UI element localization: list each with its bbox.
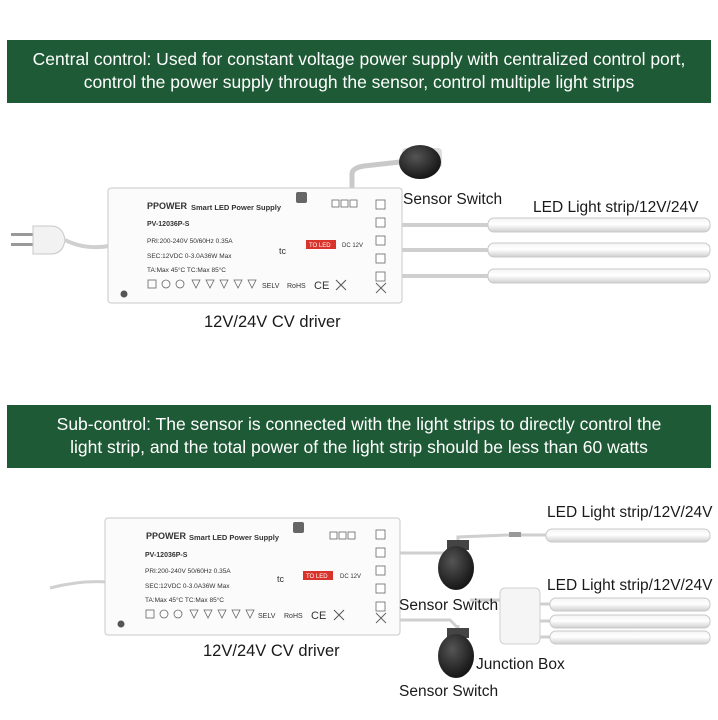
led-strips-1 bbox=[487, 217, 711, 284]
driver-label-1: 12V/24V CV driver bbox=[204, 313, 341, 331]
led-strip-label-3: LED Light strip/12V/24V bbox=[547, 577, 713, 594]
sensor-switch-3 bbox=[438, 628, 474, 678]
driver-temps: TA:Max 45°C TC:Max 85°C bbox=[147, 266, 226, 274]
sub-banner-line-2: light strip, and the total power of the … bbox=[70, 437, 648, 457]
driver-model: PV-12036P-S bbox=[147, 221, 190, 228]
driver-pri-2: PRI:200-240V 50/60Hz 0.35A bbox=[145, 568, 231, 575]
ce-mark: CE bbox=[314, 280, 329, 292]
led-strip-label-2: LED Light strip/12V/24V bbox=[547, 504, 713, 521]
driver-sec-2: SEC:12VDC 0-3.0A36W Max bbox=[145, 583, 230, 590]
sensor-switch-label-2: Sensor Switch bbox=[399, 597, 499, 614]
driver-temps-2: TA:Max 45°C TC:Max 85°C bbox=[145, 596, 224, 604]
selv-mark-2: SELV bbox=[258, 613, 276, 620]
driver-model-2: PV-12036P-S bbox=[145, 552, 188, 559]
sensor-switch-label-3: Sensor Switch bbox=[399, 683, 499, 700]
driver-title: Smart LED Power Supply bbox=[191, 203, 282, 212]
power-plug-1 bbox=[11, 225, 110, 255]
sub-banner-line-1: Sub-control: The sensor is connected wit… bbox=[56, 414, 662, 434]
driver-pri: PRI:200-240V 50/60Hz 0.35A bbox=[147, 238, 233, 245]
driver-box-1: PPOWER Smart LED Power Supply PV-12036P-… bbox=[107, 187, 403, 304]
dc-tag-2: DC 12V bbox=[340, 574, 361, 580]
rohs-mark-2: RoHS bbox=[284, 613, 303, 620]
sensor-switch-1 bbox=[399, 145, 442, 179]
power-plug-2 bbox=[49, 580, 109, 590]
central-control-banner: Central control: Used for constant volta… bbox=[7, 40, 711, 103]
led-strip-label-1: LED Light strip/12V/24V bbox=[533, 199, 699, 216]
ce-mark-2: CE bbox=[311, 610, 326, 622]
driver-box-2: PPOWER Smart LED Power Supply PV-12036P-… bbox=[104, 517, 401, 636]
driver-title-2: Smart LED Power Supply bbox=[189, 533, 280, 542]
junction-box bbox=[499, 587, 541, 645]
junction-box-label: Junction Box bbox=[476, 656, 565, 673]
driver-label-2: 12V/24V CV driver bbox=[203, 642, 340, 660]
tc-mark-2: tc bbox=[277, 574, 285, 584]
sensor-switch-2 bbox=[438, 540, 474, 590]
dc-tag: DC 12V bbox=[342, 243, 363, 249]
led-strips-2 bbox=[549, 597, 711, 645]
tc-mark: tc bbox=[279, 246, 287, 256]
selv-mark: SELV bbox=[262, 283, 280, 290]
brand-logo: PPOWER bbox=[147, 201, 188, 211]
to-led-tag-2: TO LED bbox=[306, 574, 328, 580]
rohs-mark: RoHS bbox=[287, 283, 306, 290]
sub-control-banner: Sub-control: The sensor is connected wit… bbox=[7, 405, 711, 468]
led-strip-2-top bbox=[545, 528, 711, 543]
sensor-switch-label-1: Sensor Switch bbox=[403, 191, 503, 208]
driver-sec: SEC:12VDC 0-3.0A36W Max bbox=[147, 253, 232, 260]
brand-logo-2: PPOWER bbox=[146, 531, 187, 541]
to-led-tag: TO LED bbox=[309, 243, 331, 249]
central-banner-line-2: control the power supply through the sen… bbox=[83, 72, 635, 92]
central-banner-line-1: Central control: Used for constant volta… bbox=[32, 49, 686, 69]
